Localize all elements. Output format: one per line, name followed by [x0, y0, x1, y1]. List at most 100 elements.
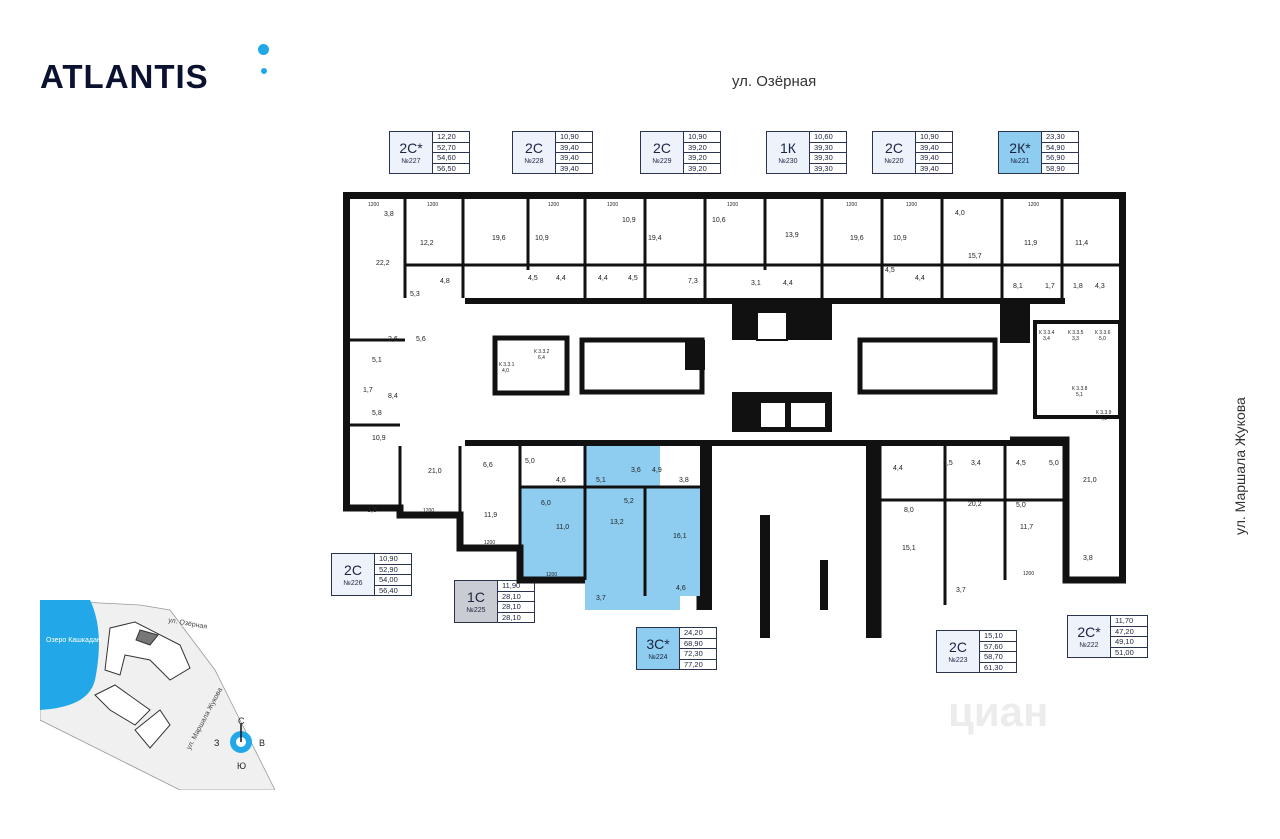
corridor-wall-top	[465, 298, 1065, 304]
room-labels: 3,8 12,2 19,6 10,9 10,9 19,4 10,6 13,9 1…	[363, 210, 1105, 602]
area-value: 10,90	[375, 554, 411, 565]
room-area: 5,1	[372, 357, 382, 364]
floor-plan: 3,8 12,2 19,6 10,9 10,9 19,4 10,6 13,9 1…	[343, 192, 1126, 638]
area-value: 10,90	[684, 132, 720, 143]
area-value: 24,20	[680, 628, 716, 639]
area-value: 39,40	[556, 153, 592, 164]
apartment-type: 2С	[344, 562, 362, 578]
area-value: 39,20	[684, 143, 720, 153]
apartment-number: №229	[652, 158, 672, 165]
storage-area: 4,1	[1100, 416, 1107, 422]
area-value: 10,90	[556, 132, 592, 143]
area-value: 28,10	[498, 592, 534, 602]
room-area: 4,8	[440, 278, 450, 285]
room-area: 4,5	[628, 275, 638, 282]
apartment-number: №225	[466, 607, 486, 614]
room-area: 1,8	[1073, 283, 1083, 290]
structural-columns	[685, 298, 1030, 638]
top-wall	[343, 192, 1126, 199]
area-value: 56,90	[1042, 153, 1078, 164]
room-area: 11,0	[556, 524, 569, 531]
svg-text:1200: 1200	[484, 540, 495, 546]
svg-text:1200: 1200	[423, 508, 434, 514]
logo-dot-icon	[258, 44, 269, 55]
room-area: 4,5	[1016, 460, 1026, 467]
room-area: 6,5	[943, 460, 953, 467]
elevator-shaft-2	[759, 401, 787, 429]
room-area: 4,4	[893, 465, 903, 472]
room-area: 8,0	[904, 507, 914, 514]
room-area: 5,0	[525, 458, 535, 465]
apartment-type: 2С	[949, 639, 967, 655]
svg-text:1200: 1200	[548, 202, 559, 208]
storage-name: К 3.3.1	[499, 362, 515, 368]
svg-text:1200: 1200	[906, 202, 917, 208]
apartment-type: 1С	[467, 589, 485, 605]
area-value: 47,20	[1111, 627, 1147, 637]
svg-text:1200: 1200	[1028, 202, 1039, 208]
room-area: 21,0	[428, 468, 442, 475]
storage-left-block	[492, 335, 570, 396]
room-area: 3,8	[384, 211, 394, 218]
compass-west: З	[214, 738, 219, 748]
room-area: 11,7	[1020, 524, 1033, 531]
apartment-type: 2К*	[1009, 140, 1031, 156]
storage-area: 3,3	[1072, 336, 1079, 342]
room-area: 11,9	[484, 512, 497, 519]
area-value: 68,90	[680, 639, 716, 649]
storage-name: К 3.3.5	[1068, 330, 1084, 336]
room-area: 4,9	[652, 467, 662, 474]
area-value: 52,70	[433, 143, 469, 153]
apartment-number: №222	[1079, 642, 1099, 649]
area-value: 10,60	[810, 132, 846, 143]
room-area: 5,3	[410, 291, 420, 298]
storage-name: К 3.3.4	[1039, 330, 1055, 336]
apartment-type: 2С	[525, 140, 543, 156]
watermark-text: циан	[948, 688, 1049, 735]
area-value: 58,90	[1046, 163, 1065, 173]
apartment-type: 2С	[885, 140, 903, 156]
area-value: 57,60	[980, 642, 1016, 652]
room-area: 1,7	[1045, 283, 1055, 290]
logo-dot-small-icon	[261, 68, 267, 74]
area-value: 39,40	[560, 163, 579, 173]
minimap-buildings	[94, 621, 191, 749]
room-area: 10,6	[712, 217, 726, 224]
corridor-wall-bottom	[465, 440, 1065, 446]
area-value: 52,90	[375, 565, 411, 575]
apartment-type: 3С*	[646, 636, 670, 652]
room-area: 11,4	[1075, 240, 1088, 247]
area-value: 72,30	[680, 649, 716, 660]
apartment-type: 1К	[780, 140, 796, 156]
street-label-top: ул. Озёрная	[732, 73, 817, 90]
room-area: 8,1	[1013, 283, 1023, 290]
room-area: 11,9	[1024, 240, 1037, 247]
room-area: 2,6	[388, 336, 398, 343]
area-value: 49,10	[1111, 637, 1147, 648]
elevator-shaft-1	[756, 311, 788, 341]
apartment-number: №224	[648, 654, 668, 661]
apartment-number: №230	[778, 158, 798, 165]
compass-east: В	[259, 738, 265, 748]
right-wall	[1119, 192, 1126, 580]
room-area: 10,9	[372, 435, 386, 442]
area-value: 39,40	[920, 163, 939, 173]
room-area: 3,8	[679, 477, 689, 484]
room-area: 4,6	[676, 585, 686, 592]
apartment-224-highlight[interactable]	[520, 442, 700, 610]
apartment-number: №228	[524, 158, 544, 165]
apartment-type: 2С*	[399, 140, 423, 156]
room-area: 10,9	[535, 235, 549, 242]
apartment-type: 2С*	[1077, 624, 1101, 640]
